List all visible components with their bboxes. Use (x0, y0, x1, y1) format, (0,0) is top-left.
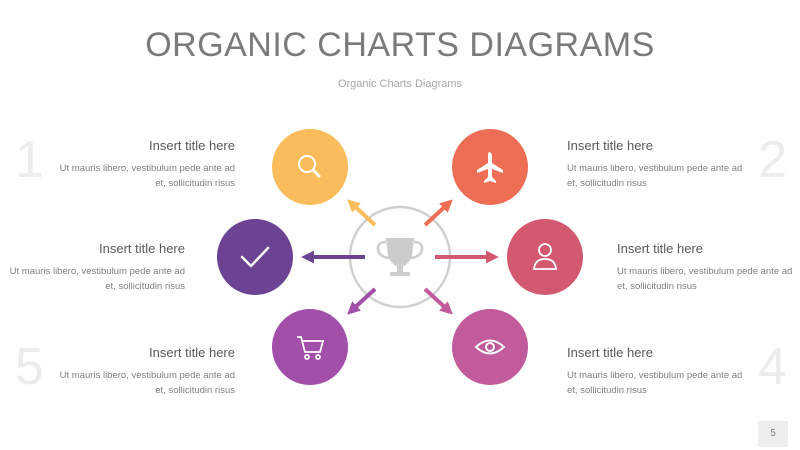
item-block-5: 5 Insert title here Ut mauris libero, ve… (15, 341, 235, 398)
arrow-2 (423, 199, 453, 227)
cart-icon (297, 336, 325, 360)
item-number: 4 (758, 338, 787, 396)
item-text: Ut mauris libero, vestibulum pede ante a… (567, 163, 743, 189)
item-text: Ut mauris libero, vestibulum pede ante a… (59, 163, 235, 189)
page-subtitle: Organic Charts Diagrams (337, 78, 463, 90)
item-title: Insert title here (567, 345, 653, 360)
item-title: Insert title here (617, 241, 703, 256)
item-number: 2 (758, 131, 787, 189)
item-number: 1 (15, 131, 44, 189)
item-text: Ut mauris libero, vestibulum pede ante a… (9, 266, 185, 292)
item-text: Ut mauris libero, vestibulum pede ante a… (59, 370, 235, 396)
eye-icon (474, 339, 506, 355)
checkmark-icon (240, 246, 270, 268)
node-1-circle (272, 129, 348, 205)
airplane-icon (477, 152, 503, 183)
arrow-5 (347, 287, 377, 315)
item-block-1: 1 Insert title here Ut mauris libero, ve… (15, 134, 235, 191)
node-5-circle (272, 309, 348, 385)
arrow-4 (423, 287, 453, 315)
search-icon (298, 155, 322, 179)
node-3-circle (507, 219, 583, 295)
item-text: Ut mauris libero, vestibulum pede ante a… (617, 266, 793, 292)
item-text: Ut mauris libero, vestibulum pede ante a… (567, 370, 743, 396)
item-title: Insert title here (567, 138, 653, 153)
item-block-2: 2 Insert title here Ut mauris libero, ve… (567, 134, 787, 191)
arrow-1 (347, 199, 377, 227)
item-block-4: 4 Insert title here Ut mauris libero, ve… (567, 341, 787, 398)
item-block-3: 3 Insert title here Ut mauris libero, ve… (617, 241, 797, 294)
item-title: Insert title here (149, 345, 235, 360)
item-block-6: 6 Insert title here Ut mauris libero, ve… (5, 241, 185, 294)
item-title: Insert title here (149, 138, 235, 153)
user-icon (533, 243, 557, 270)
trophy-icon (376, 238, 424, 276)
page-title: ORGANIC CHARTS DIAGRAMS (145, 26, 655, 64)
node-6-circle (217, 219, 293, 295)
page-number: 5 (758, 421, 788, 447)
node-4-circle (452, 309, 528, 385)
item-number: 5 (15, 338, 44, 396)
item-title: Insert title here (99, 241, 185, 256)
